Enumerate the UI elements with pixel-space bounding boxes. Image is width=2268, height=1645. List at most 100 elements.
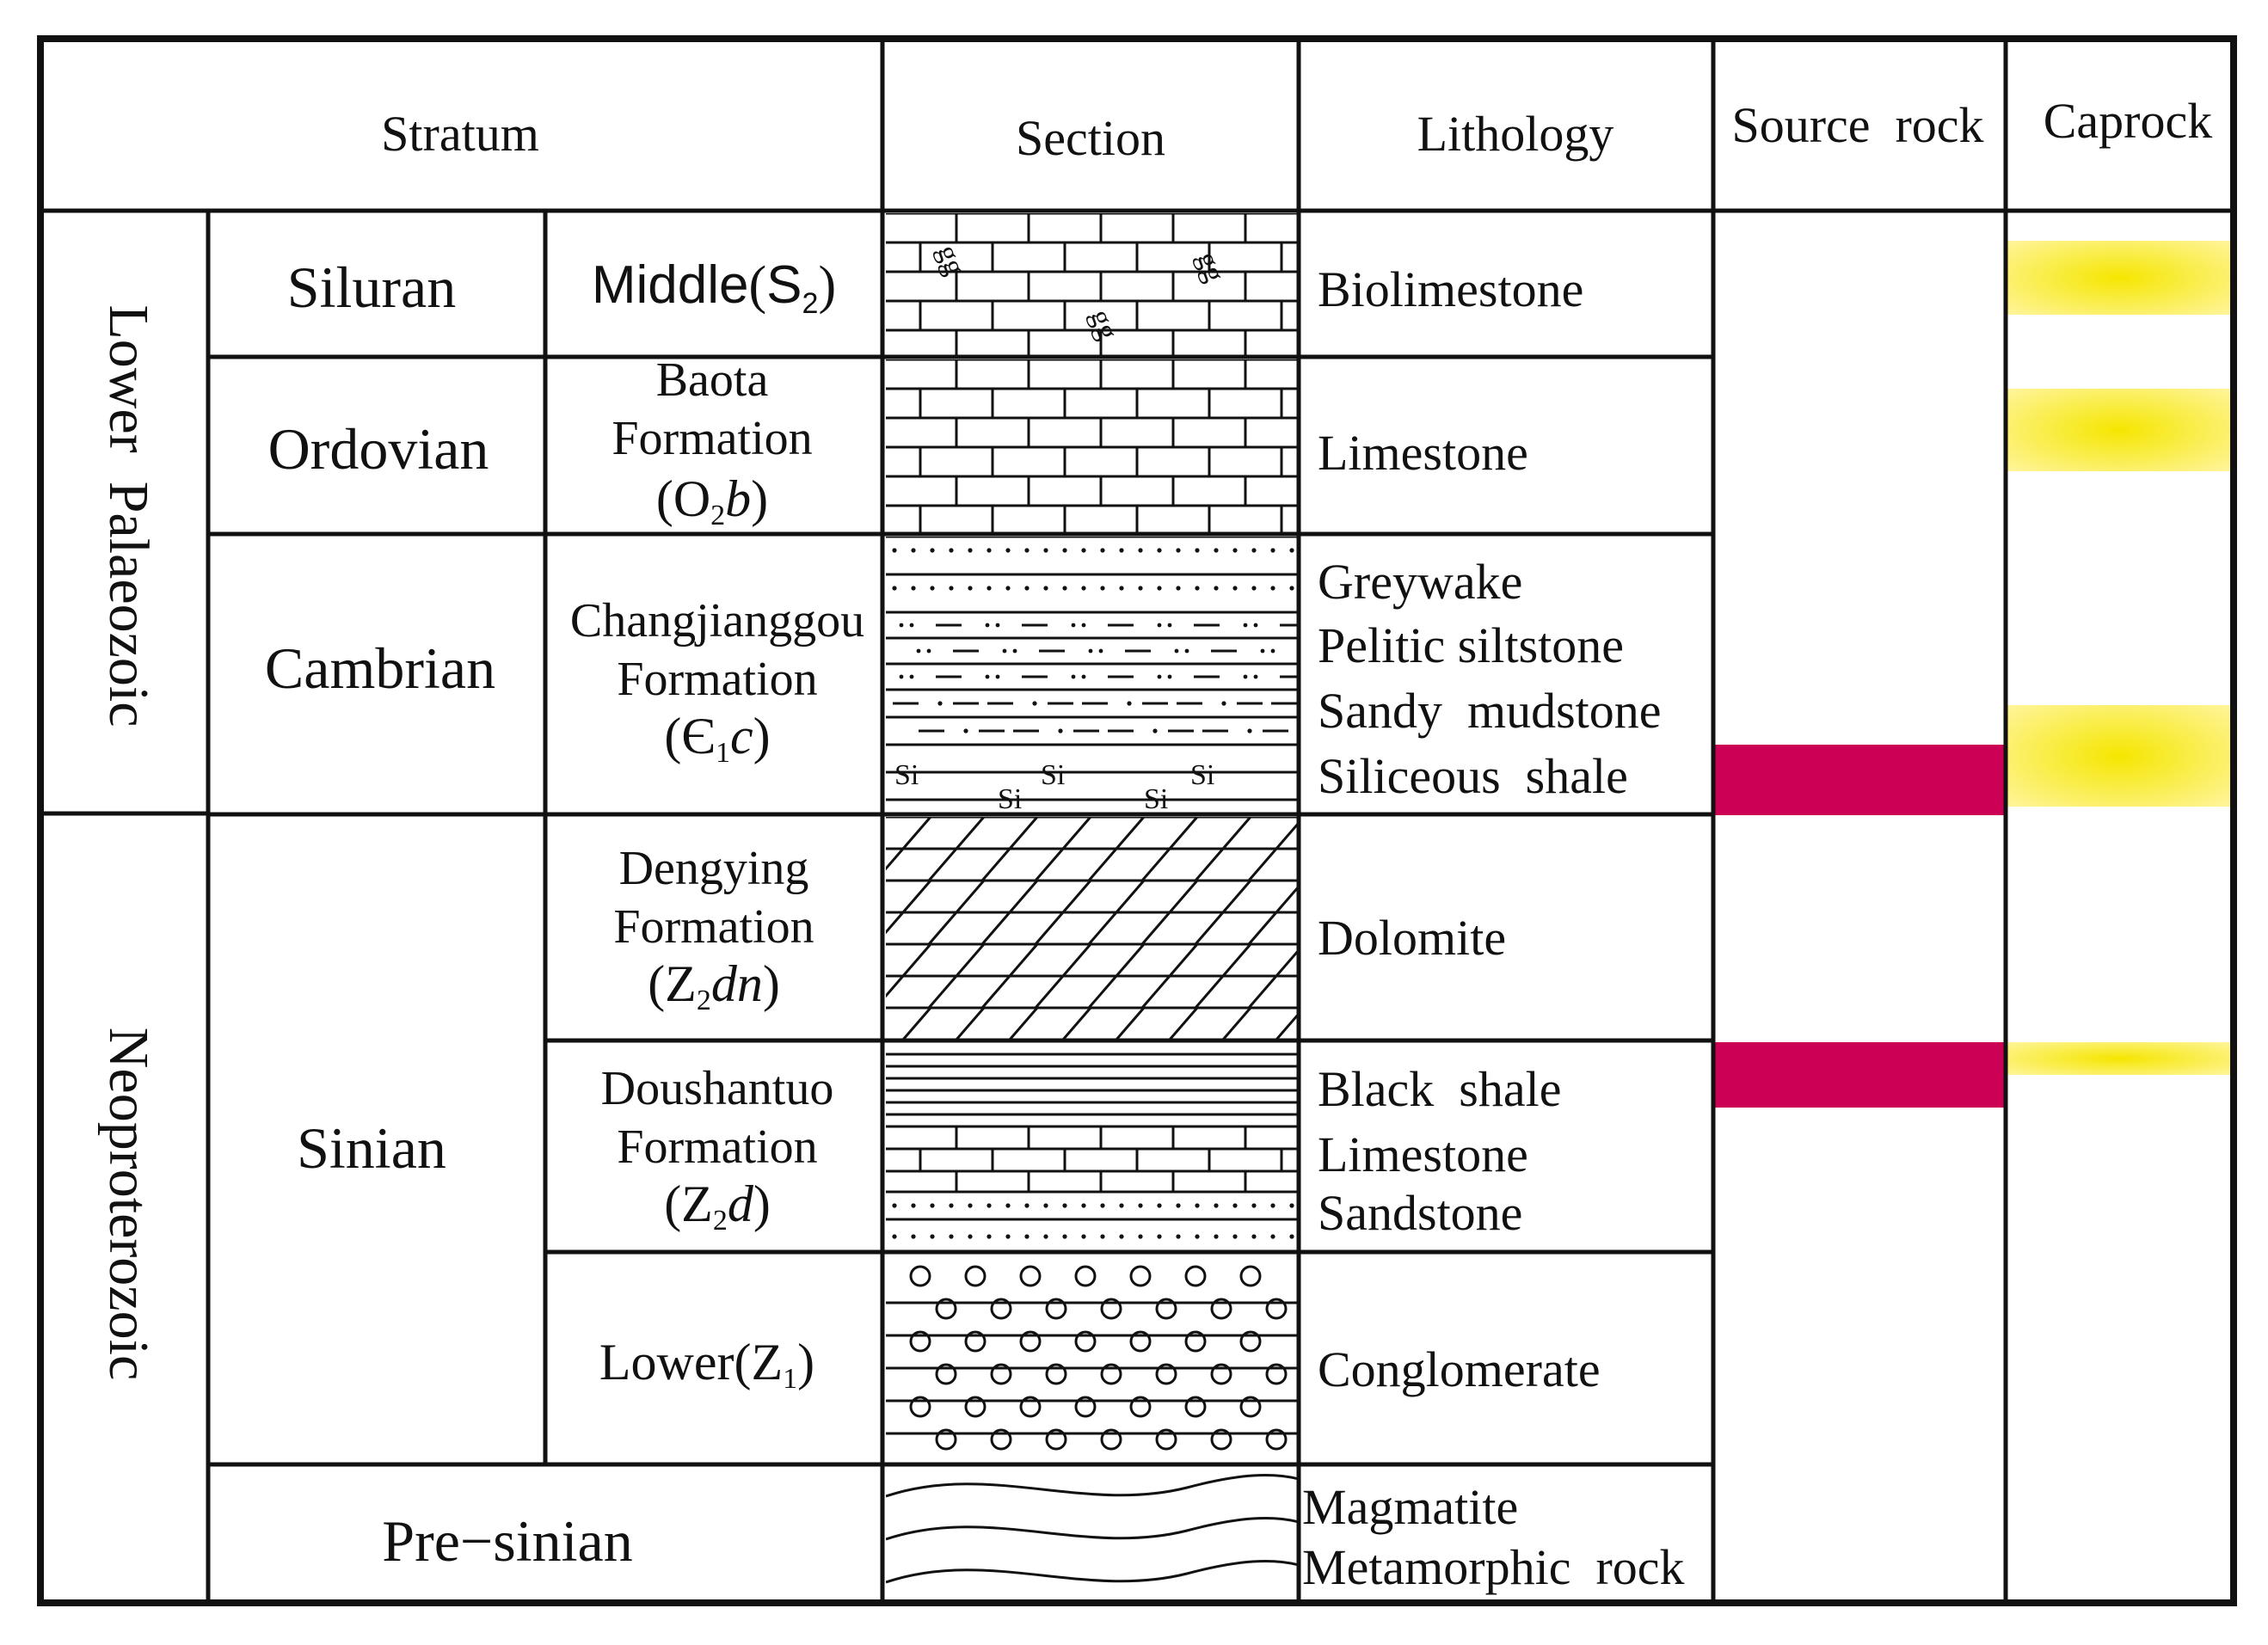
dolomite-slash	[1275, 886, 1297, 913]
dolomite-slash	[1087, 912, 1118, 945]
sand-dot	[1232, 1203, 1238, 1208]
sand-dot	[949, 1234, 954, 1239]
dolomite-slash	[955, 817, 986, 850]
lithology-black-shale: Black shale	[1318, 1061, 1561, 1117]
sand-dot	[986, 548, 992, 553]
sand-dot	[930, 1203, 935, 1208]
section-pattern-metamorphic	[886, 1473, 1297, 1584]
sand-dot	[930, 548, 935, 553]
sand-dot	[1157, 548, 1162, 553]
pebble	[1100, 1298, 1122, 1320]
system-cambrian: Cambrian	[265, 635, 495, 701]
bio-fossil-symbol: gg	[1084, 305, 1123, 344]
dolomite-slash	[927, 848, 958, 881]
lithology-limestone-2: Limestone	[1318, 1126, 1528, 1182]
dolomite-slash	[1247, 975, 1278, 1009]
lithology-magmatite: Magmatite	[1302, 1479, 1518, 1535]
pebble	[990, 1428, 1012, 1451]
pebble	[990, 1298, 1012, 1320]
sand-dot	[1176, 1234, 1181, 1239]
sand-dot	[1289, 548, 1294, 553]
silt-dot	[899, 623, 904, 628]
pebble	[964, 1265, 986, 1287]
pebble	[1074, 1265, 1097, 1287]
formation-baota-line1: Baota	[656, 353, 769, 407]
sand-dot	[968, 1234, 973, 1239]
pebble	[1239, 1330, 1262, 1353]
siliceous-symbol: Si	[1041, 759, 1065, 791]
sand-dot	[1195, 548, 1200, 553]
silt-dot	[1157, 623, 1162, 628]
dolomite-slash	[1008, 817, 1039, 850]
silt-dot	[1253, 623, 1258, 628]
sand-dot	[1270, 586, 1275, 591]
dolomite-slash	[980, 912, 1011, 945]
pebble	[1239, 1265, 1262, 1287]
pebble	[1129, 1330, 1152, 1353]
pebble	[1045, 1363, 1067, 1385]
dolomite-slash	[1302, 849, 1330, 881]
dolomite-slash	[1115, 817, 1146, 850]
silt-dot	[1081, 623, 1086, 628]
sand-dot	[911, 1203, 916, 1208]
dolomite-slash	[980, 848, 1011, 881]
dolomite-slash	[955, 880, 986, 913]
pebble	[1019, 1396, 1042, 1418]
sand-dot	[937, 701, 943, 706]
system-sinian: Sinian	[297, 1115, 446, 1181]
dolomite-slash	[850, 1008, 877, 1040]
lithology-dolomite: Dolomite	[1318, 910, 1506, 966]
dolomite-slash	[1115, 880, 1146, 913]
silt-dot	[916, 648, 921, 654]
pebble	[1155, 1428, 1177, 1451]
sand-dot	[1005, 586, 1011, 591]
silt-dot	[1098, 648, 1103, 654]
pebble	[1019, 1330, 1042, 1353]
bio-fossil-symbol: gg	[931, 241, 970, 279]
dolomite-slash	[1008, 1007, 1039, 1040]
silt-dot	[1243, 623, 1248, 628]
pebble	[935, 1363, 957, 1385]
dolomite-slash	[1168, 1007, 1199, 1040]
dolomite-slash	[1221, 880, 1252, 913]
formation-dengying-line2: Formation	[613, 900, 814, 954]
dolomite-slash	[1221, 943, 1252, 977]
sand-dot	[892, 1203, 897, 1208]
silt-dot	[1157, 674, 1162, 679]
silt-dot	[1260, 648, 1265, 654]
era-lower-palaeozoic: Lower Palaeozoic	[97, 304, 160, 727]
sand-dot	[1270, 1234, 1275, 1239]
pebble	[1074, 1330, 1097, 1353]
sand-dot	[892, 586, 897, 591]
pebble	[1265, 1363, 1288, 1385]
silt-dot	[1167, 623, 1172, 628]
era-neoproterozoic: Neoproterozoic	[97, 1028, 160, 1380]
sand-dot	[1251, 1203, 1257, 1208]
sand-dot	[1081, 1203, 1086, 1208]
dolomite-slash	[955, 1007, 986, 1040]
dolomite-slash	[1140, 912, 1171, 945]
sand-dot	[1100, 548, 1105, 553]
pebble	[909, 1396, 931, 1418]
pebble	[990, 1363, 1012, 1385]
lithology-biolimestone: Biolimestone	[1318, 261, 1583, 317]
sand-dot	[1176, 548, 1181, 553]
sand-dot	[1289, 586, 1294, 591]
lithology-conglomerate: Conglomerate	[1318, 1341, 1601, 1397]
sand-dot	[1005, 1203, 1011, 1208]
system-siluran: Siluran	[287, 255, 456, 320]
sand-dot	[1195, 1234, 1200, 1239]
caprock-bar-limestone	[2007, 389, 2231, 471]
dolomite-slash	[1194, 848, 1225, 881]
pebble	[909, 1330, 931, 1353]
section-pattern-dolomite	[850, 817, 1357, 1040]
header-section: Section	[1016, 110, 1165, 166]
dolomite-slash	[1330, 1008, 1357, 1040]
dolomite-slash	[1221, 817, 1252, 850]
pebble	[1184, 1396, 1207, 1418]
pebble	[964, 1396, 986, 1418]
dolomite-slash	[1140, 975, 1171, 1009]
dolomite-slash	[1061, 1007, 1092, 1040]
silt-dot	[1167, 674, 1172, 679]
pebble	[1100, 1363, 1122, 1385]
